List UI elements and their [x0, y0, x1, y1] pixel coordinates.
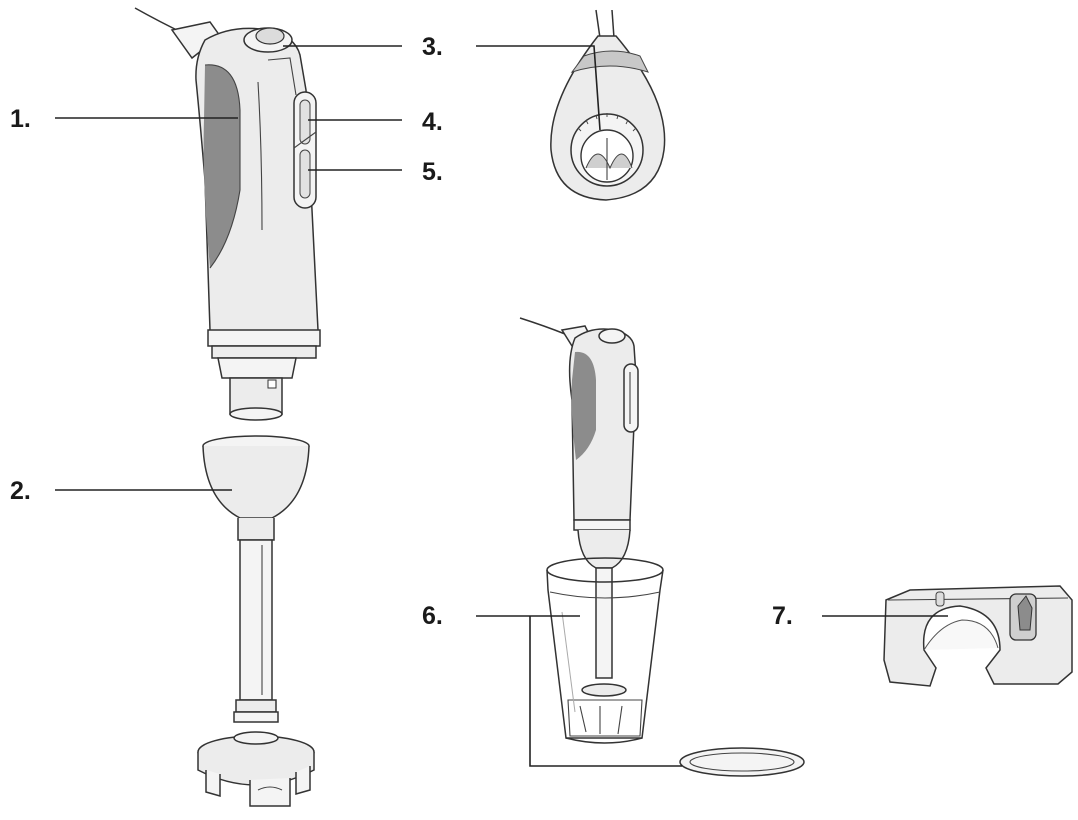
assembled-blender: [519, 317, 639, 697]
callout-5: 5.: [422, 158, 443, 186]
speed-button: [299, 99, 311, 145]
shaft-tube: [239, 539, 273, 701]
handle-grip: [203, 64, 240, 268]
speed-dial-detail: [550, 9, 666, 201]
leader-6b: [529, 616, 682, 767]
blending-shaft: [197, 435, 315, 807]
leader-lines: [55, 45, 948, 767]
callout-6: 6.: [422, 602, 443, 630]
shaft-housing: [202, 445, 310, 519]
beaker: [546, 557, 664, 744]
callout-4: 4.: [422, 108, 443, 136]
callout-labels: 1. 2. 3. 4. 5. 6. 7.: [10, 33, 793, 630]
turbo-button: [299, 149, 311, 199]
callout-1: 1.: [10, 105, 31, 133]
coupling: [217, 357, 297, 379]
callout-2: 2.: [10, 477, 31, 505]
callout-3: 3.: [422, 33, 443, 61]
wall-bracket: [883, 585, 1073, 687]
leader-3b: [476, 45, 601, 131]
callout-7: 7.: [772, 602, 793, 630]
beaker-lid: [679, 747, 805, 777]
motor-unit: [134, 7, 321, 421]
